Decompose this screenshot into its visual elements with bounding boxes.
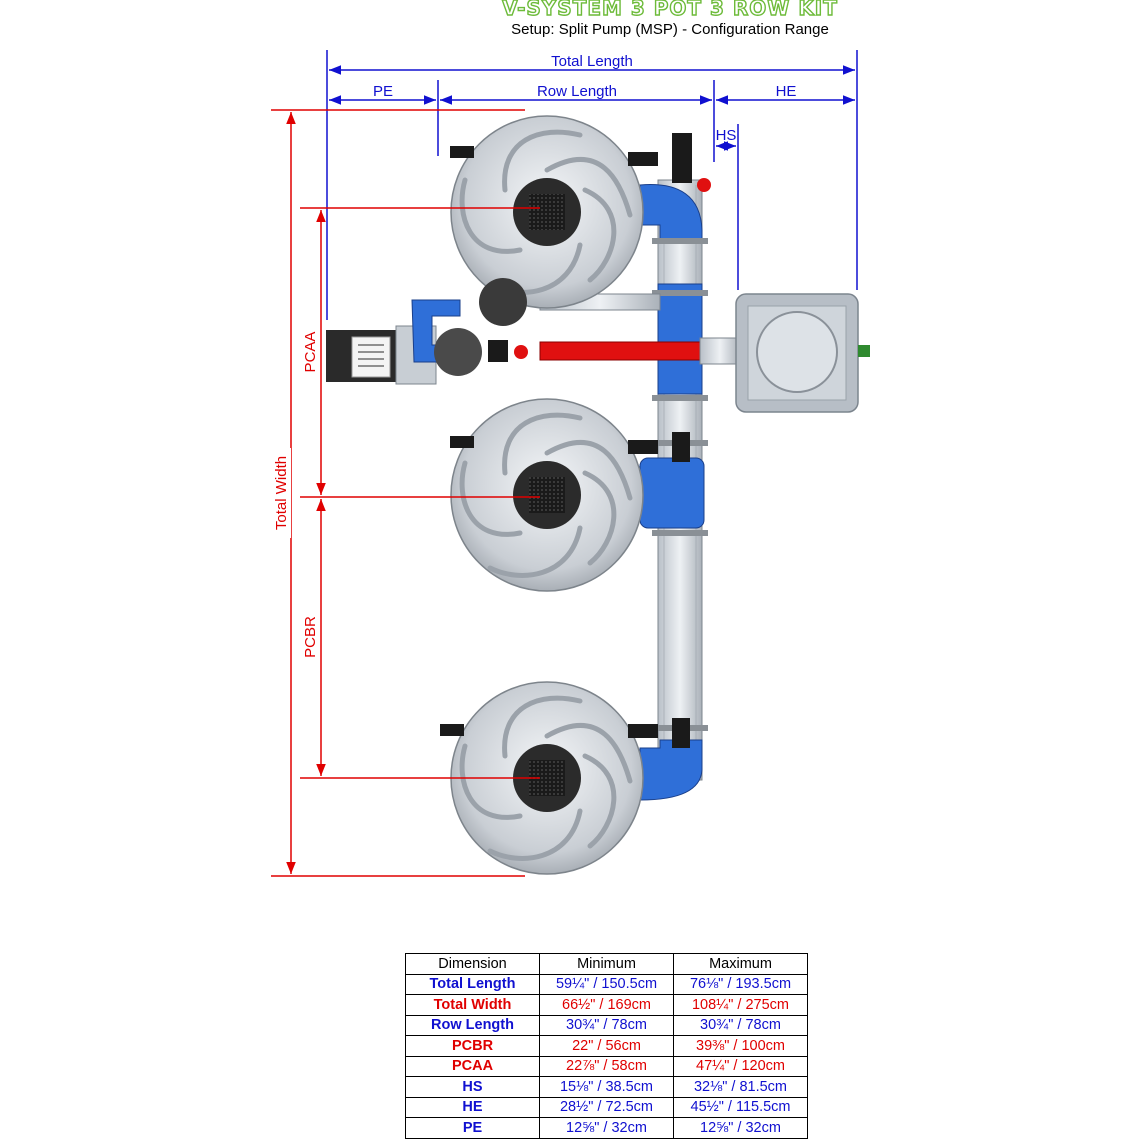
kit-title: V-SYSTEM 3 POT 3 ROW KIT: [501, 0, 838, 21]
row-name: Total Width: [405, 994, 540, 1016]
row-max: 32⅛" / 81.5cm: [673, 1076, 808, 1098]
pe-label: PE: [373, 83, 393, 100]
row-max: 108¼" / 275cm: [673, 994, 808, 1016]
dimension-lines-blue: [326, 50, 858, 320]
row-min: 30¾" / 78cm: [539, 1014, 674, 1036]
row-name: PCBR: [405, 1035, 540, 1057]
row-max: 45½" / 115.5cm: [673, 1096, 808, 1118]
row-name: Total Length: [405, 973, 540, 995]
row-min: 22⅞" / 58cm: [539, 1055, 674, 1077]
table-row: HS 15⅛" / 38.5cm 32⅛" / 81.5cm: [405, 1076, 808, 1098]
table-row: Row Length 30¾" / 78cm 30¾" / 78cm: [405, 1014, 808, 1036]
table-row: PE 12⅝" / 32cm 12⅝" / 32cm: [405, 1117, 808, 1139]
row-max: 76⅛" / 193.5cm: [673, 973, 808, 995]
feed-pipe-end: [699, 337, 741, 365]
table-row: Total Width 66½" / 169cm 108¼" / 275cm: [405, 994, 808, 1016]
pcbr-label: PCBR: [302, 616, 319, 658]
pot-1: [450, 115, 658, 309]
row-min: 28½" / 72.5cm: [539, 1096, 674, 1118]
hs-label: HS: [716, 127, 737, 144]
header-maximum: Maximum: [673, 953, 808, 975]
total-width-label: Total Width: [273, 456, 290, 530]
pcaa-label: PCAA: [302, 332, 319, 373]
he-label: HE: [776, 83, 797, 100]
row-min: 12⅝" / 32cm: [539, 1117, 674, 1139]
red-valve-top: [697, 178, 711, 192]
row-max: 39⅜" / 100cm: [673, 1035, 808, 1057]
row-length-label: Row Length: [537, 83, 617, 100]
row-min: 22" / 56cm: [539, 1035, 674, 1057]
row-name: HS: [405, 1076, 540, 1098]
table-header-row: Dimension Minimum Maximum: [405, 953, 808, 975]
row-name: PE: [405, 1117, 540, 1139]
row-min: 66½" / 169cm: [539, 994, 674, 1016]
kit-subtitle: Setup: Split Pump (MSP) - Configuration …: [511, 21, 829, 38]
row-name: Row Length: [405, 1014, 540, 1036]
header-minimum: Minimum: [539, 953, 674, 975]
table-row: PCAA 22⅞" / 58cm 47¼" / 120cm: [405, 1055, 808, 1077]
dimensions-table: Dimension Minimum Maximum Total Length 5…: [405, 953, 808, 1139]
manifold-valves: [672, 133, 692, 748]
table-row: HE 28½" / 72.5cm 45½" / 115.5cm: [405, 1096, 808, 1118]
header-tank: [735, 293, 870, 413]
table-row: Total Length 59¼" / 150.5cm 76⅛" / 193.5…: [405, 973, 808, 995]
blue-elbow-fittings: [639, 184, 705, 801]
row-name: HE: [405, 1096, 540, 1118]
row-max: 30¾" / 78cm: [673, 1014, 808, 1036]
row-name: PCAA: [405, 1055, 540, 1077]
header-dimension: Dimension: [405, 953, 540, 975]
split-pump: [326, 278, 528, 385]
kit-diagram: Total Length PE Row Length HE HS Total W…: [271, 50, 870, 877]
row-max: 47¼" / 120cm: [673, 1055, 808, 1077]
row-min: 15⅛" / 38.5cm: [539, 1076, 674, 1098]
table-row: PCBR 22" / 56cm 39⅜" / 100cm: [405, 1035, 808, 1057]
pot-3: [440, 681, 658, 875]
row-max: 12⅝" / 32cm: [673, 1117, 808, 1139]
pot-2: [450, 398, 658, 592]
row-min: 59¼" / 150.5cm: [539, 973, 674, 995]
total-length-label: Total Length: [551, 53, 633, 70]
